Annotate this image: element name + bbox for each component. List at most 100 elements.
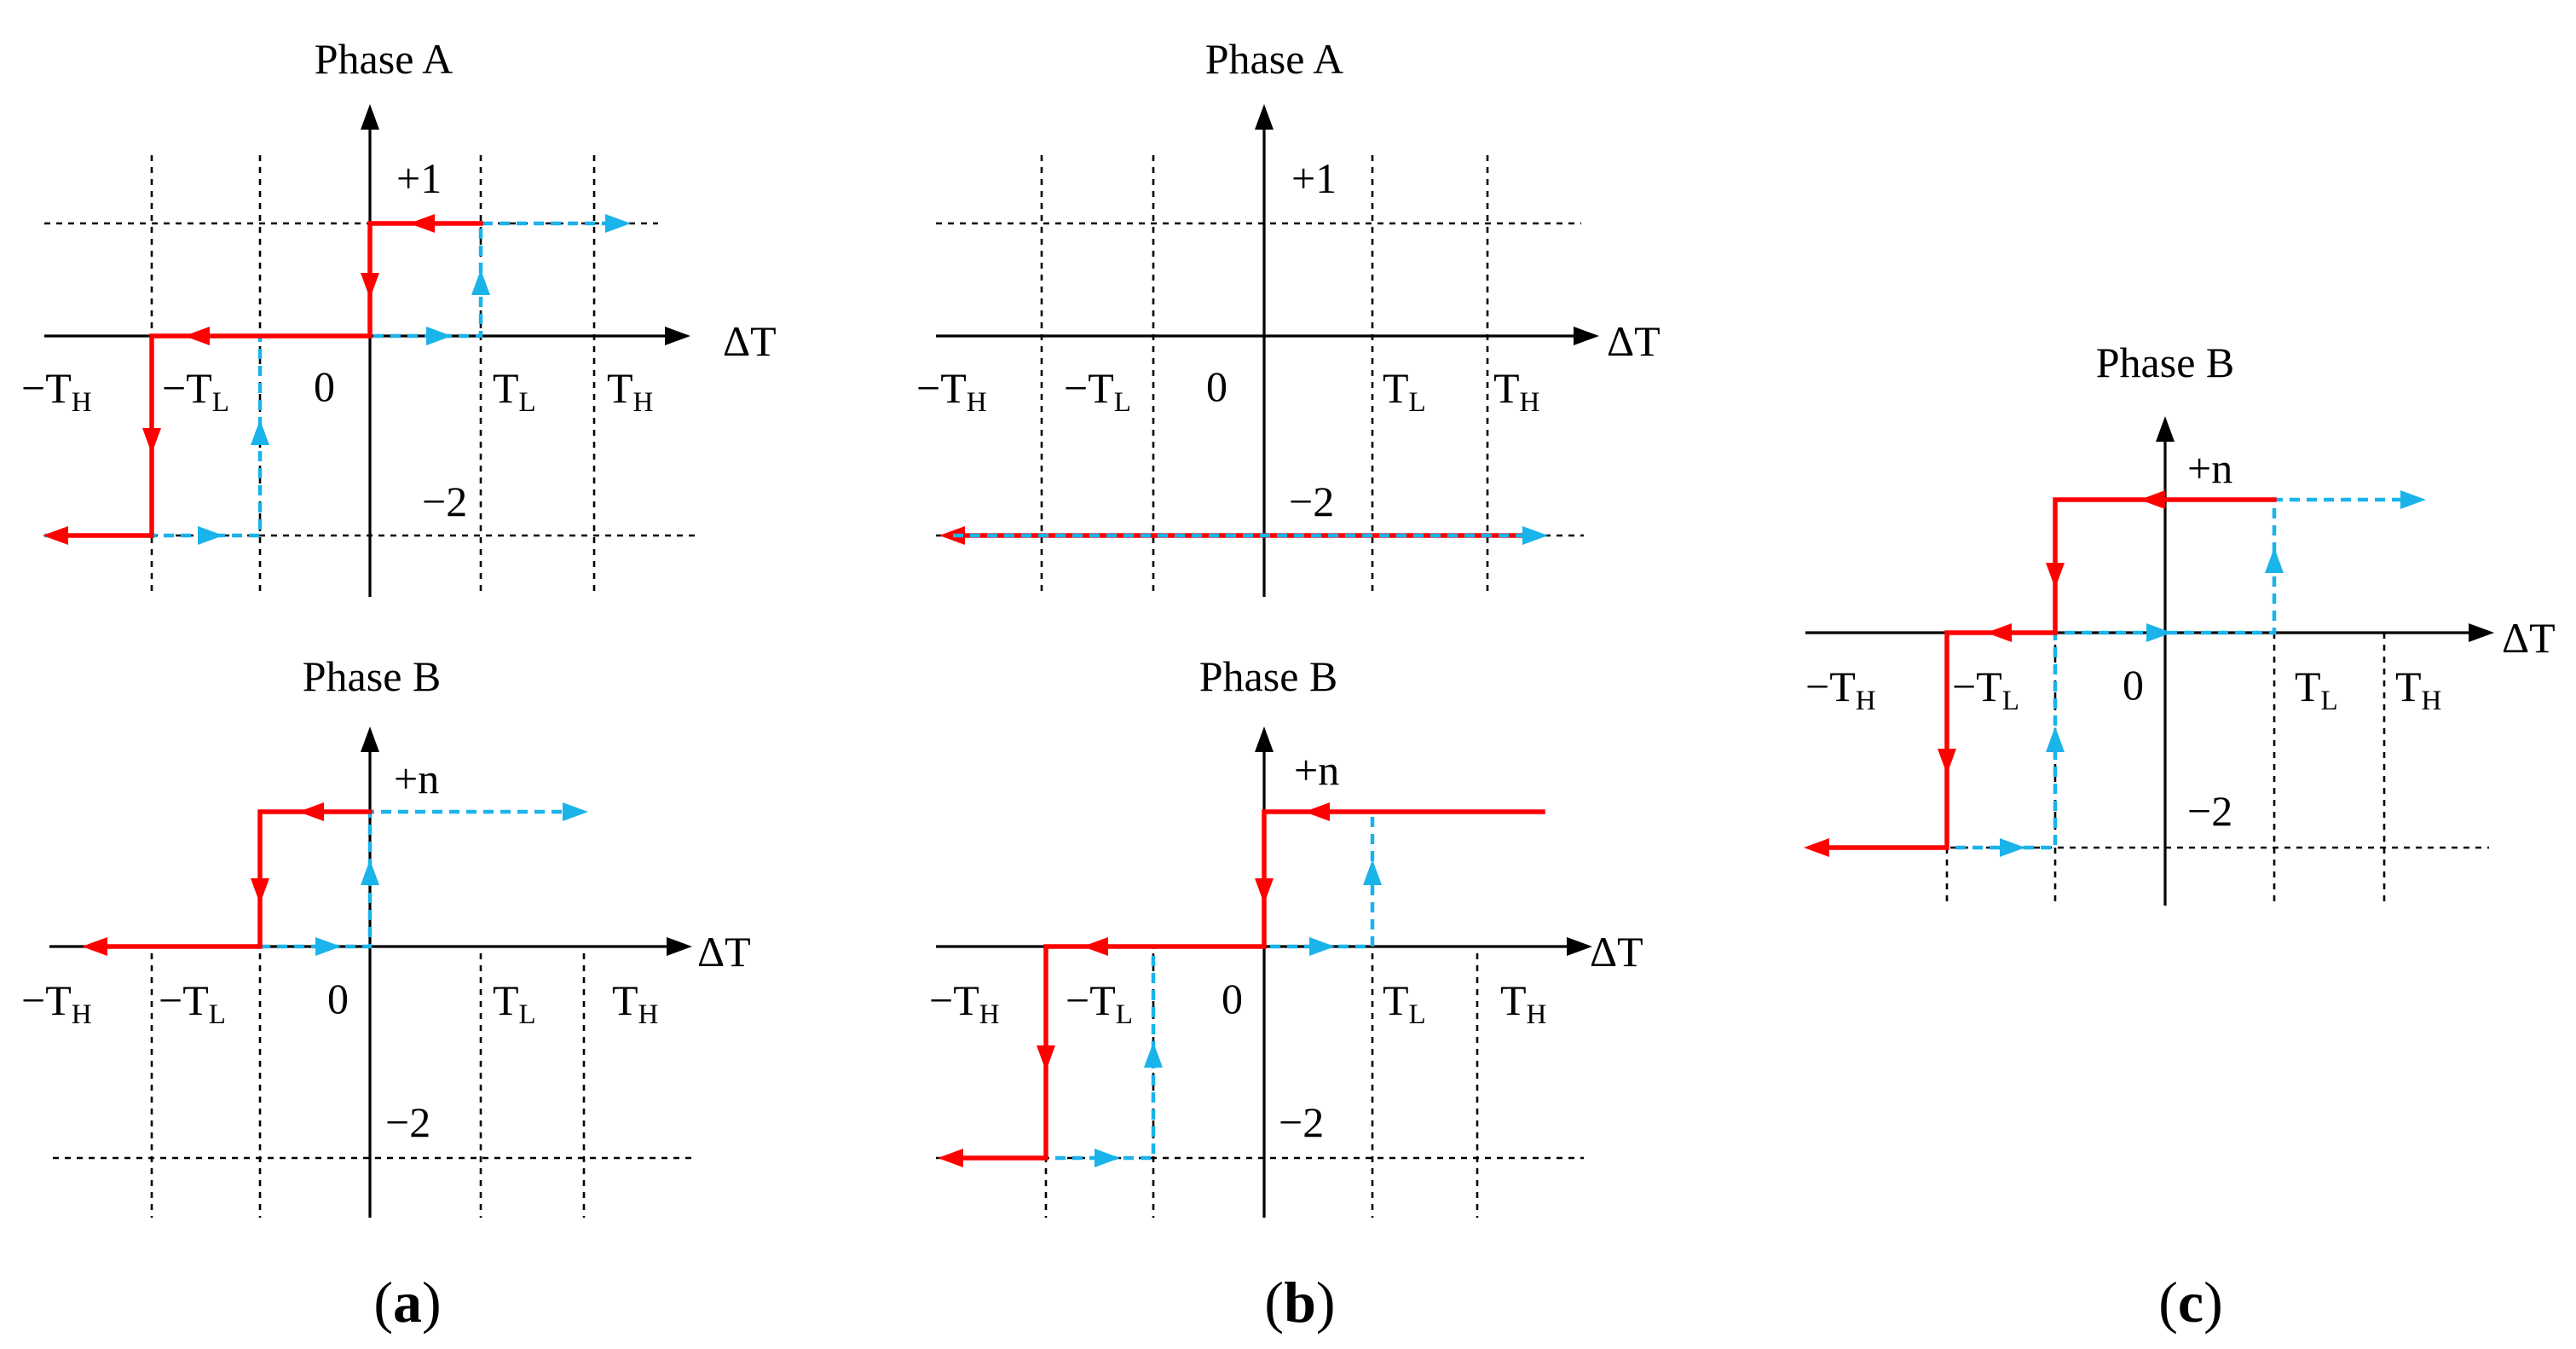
arrowhead-right — [1309, 937, 1335, 956]
y-axis-arrowhead — [361, 727, 379, 752]
arrowhead-right — [1522, 526, 1548, 545]
upper-level-label: +1 — [1291, 154, 1337, 202]
lower-level-label: −2 — [422, 478, 467, 525]
grid-lines — [936, 155, 1584, 597]
plot-b-phase-b: Phase B +n − — [929, 652, 1643, 1218]
arrowhead-left — [1804, 838, 1829, 857]
upper-level-label: +n — [2187, 444, 2232, 492]
arrowhead-left — [409, 214, 435, 233]
grid-lines — [53, 953, 692, 1218]
arrowhead-right — [605, 214, 631, 233]
origin-label: 0 — [1222, 975, 1243, 1022]
red-path — [1804, 490, 2277, 857]
arrowhead-right — [2146, 623, 2172, 642]
origin-label: 0 — [2123, 661, 2144, 709]
arrowhead-up — [361, 860, 379, 885]
plot-title: Phase B — [2096, 339, 2235, 386]
neg-t-l-label: −TL — [1064, 364, 1131, 418]
origin-label: 0 — [314, 362, 335, 410]
caption-a: (a) — [373, 1270, 441, 1335]
t-h-label: TH — [607, 364, 653, 418]
lower-level-label: −2 — [1279, 1098, 1324, 1146]
t-l-label: TL — [1383, 364, 1426, 418]
arrowhead-down — [1938, 749, 1956, 774]
neg-t-h-label: −TH — [21, 364, 92, 418]
arrowhead-up — [251, 420, 269, 445]
axes — [936, 104, 1599, 597]
arrowhead-down — [1255, 878, 1274, 904]
x-axis-arrowhead — [1574, 327, 1599, 345]
blue-path — [260, 802, 588, 956]
delta-t-label: ΔT — [723, 317, 777, 365]
plot-title: Phase B — [303, 652, 442, 700]
arrowhead-right — [563, 802, 588, 821]
arrowhead-down — [2046, 563, 2065, 588]
lower-level-label: −2 — [1289, 478, 1334, 525]
caption-c: (c) — [2158, 1270, 2223, 1335]
arrowhead-up — [1144, 1042, 1163, 1068]
x-axis-arrowhead — [665, 327, 690, 345]
plot-title: Phase A — [315, 35, 453, 83]
arrowhead-up — [2265, 547, 2284, 573]
arrowhead-right — [2400, 490, 2426, 509]
origin-label: 0 — [327, 975, 349, 1022]
arrowhead-left — [298, 802, 324, 821]
t-l-label: TL — [493, 364, 536, 418]
delta-t-label: ΔT — [697, 928, 751, 976]
arrowhead-left — [82, 937, 107, 956]
arrowhead-right — [2000, 838, 2025, 857]
caption-b: (b) — [1264, 1270, 1335, 1335]
arrowhead-up — [471, 269, 490, 295]
x-axis-arrowhead — [2469, 623, 2494, 642]
blue-path — [953, 526, 1548, 545]
blue-path — [44, 214, 631, 545]
arrowhead-right — [198, 526, 223, 545]
t-l-label: TL — [1383, 976, 1426, 1030]
neg-t-l-label: −TL — [162, 364, 229, 418]
arrowhead-left — [939, 526, 965, 545]
t-l-label: TL — [493, 976, 536, 1030]
t-l-label: TL — [2295, 663, 2338, 716]
y-axis-arrowhead — [361, 104, 379, 130]
arrowhead-left — [1986, 623, 2012, 642]
neg-t-h-label: −TH — [1805, 663, 1876, 716]
plot-title: Phase B — [1199, 652, 1338, 700]
y-axis-arrowhead — [1255, 104, 1274, 130]
origin-label: 0 — [1206, 362, 1227, 410]
t-h-label: TH — [2395, 663, 2441, 716]
delta-t-label: ΔT — [1590, 928, 1643, 976]
axes — [1805, 416, 2494, 906]
arrowhead-left — [938, 1149, 963, 1167]
arrowhead-right — [315, 937, 341, 956]
x-axis-arrowhead — [667, 937, 692, 956]
arrowhead-left — [43, 526, 68, 545]
plot-a-phase-b: Phase B +n −2 ΔT −TH — [21, 652, 751, 1218]
delta-t-label: ΔT — [2502, 614, 2556, 662]
blue-path — [1819, 490, 2426, 857]
t-h-label: TH — [1493, 364, 1539, 418]
x-axis-arrowhead — [1567, 937, 1592, 956]
neg-t-h-label: −TH — [916, 364, 987, 418]
upper-level-label: +n — [394, 755, 439, 802]
upper-level-label: +1 — [396, 154, 442, 202]
blue-path — [953, 809, 1543, 1167]
arrowhead-left — [1304, 802, 1330, 821]
lower-level-label: −2 — [385, 1098, 430, 1146]
neg-t-l-label: −TL — [159, 976, 226, 1030]
plot-a-phase-a: Phase A — [21, 35, 777, 597]
arrowhead-down — [361, 273, 379, 298]
t-h-label: TH — [612, 976, 658, 1030]
plot-title: Phase A — [1205, 35, 1344, 83]
arrowhead-right — [426, 327, 452, 345]
plot-b-phase-a: Phase A +1 −2 ΔT −TH −TL 0 TL — [916, 35, 1661, 597]
y-axis-arrowhead — [1255, 727, 1274, 752]
grid-lines — [936, 953, 1584, 1218]
arrowhead-left — [1083, 937, 1108, 956]
arrowhead-up — [2046, 727, 2065, 752]
neg-t-h-label: −TH — [21, 976, 92, 1030]
delta-t-label: ΔT — [1607, 317, 1661, 365]
upper-level-label: +n — [1294, 746, 1339, 794]
axes — [936, 727, 1592, 1218]
t-h-label: TH — [1500, 976, 1546, 1030]
plot-c-phase-b: Phase B + — [1804, 339, 2556, 906]
